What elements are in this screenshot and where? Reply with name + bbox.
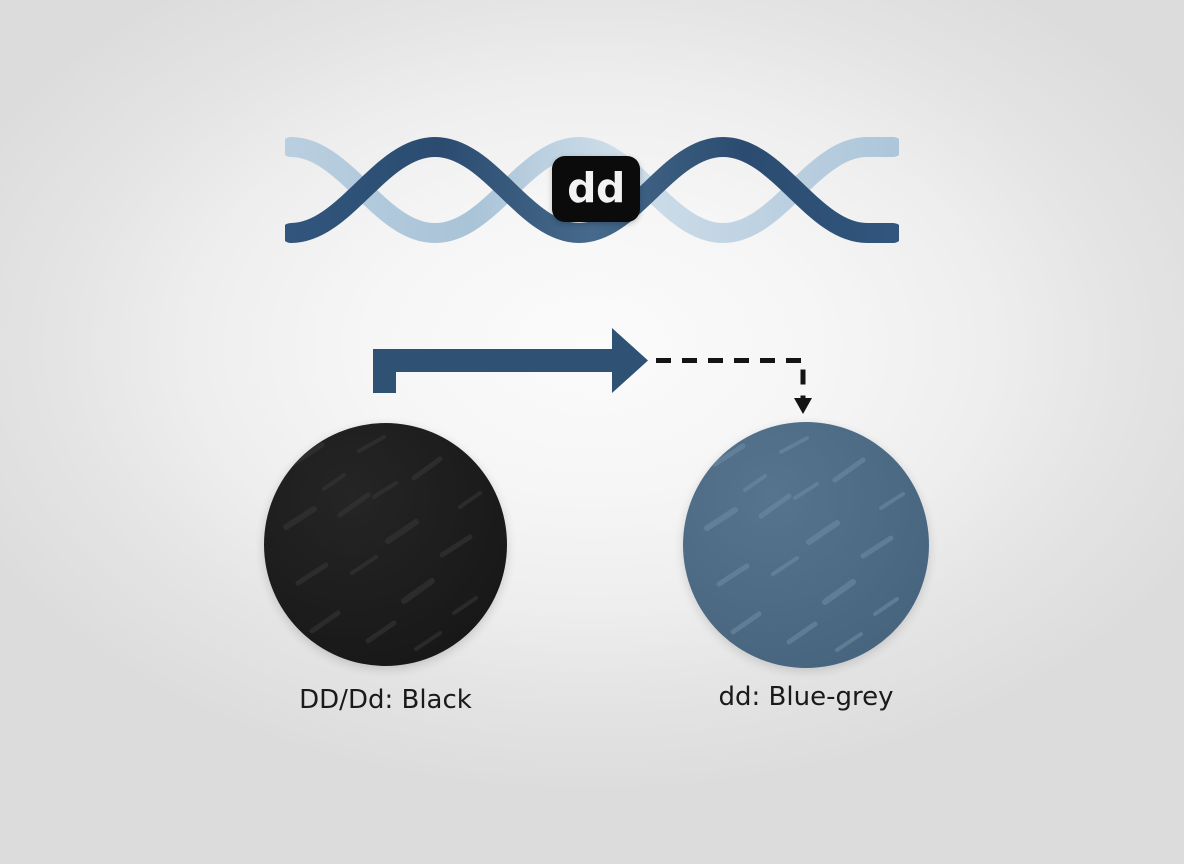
inheritance-arrow-group [360,318,830,423]
genotype-badge-label: dd [567,163,625,212]
helix-strand-dark [285,136,899,244]
dna-helix-svg [285,136,899,244]
dna-helix-illustration [285,122,899,258]
dashed-arrow-line [656,358,806,398]
helix-strand-light [285,136,899,244]
phenotype-recessive: dd: Blue-grey [683,422,929,712]
dashed-arrowhead [794,398,812,414]
phenotype-dominant: DD/Dd: Black [264,423,507,715]
blue-grey-coat-swatch [683,422,929,668]
black-coat-swatch [264,423,507,666]
phenotype-caption-recessive: dd: Blue-grey [718,682,894,712]
genotype-badge: dd [552,156,640,222]
swatch-texture-black [283,435,482,651]
solid-arrow [373,328,648,393]
phenotype-caption-dominant: DD/Dd: Black [299,685,472,715]
inheritance-arrow-svg [373,328,812,414]
swatch-texture-blue [704,436,905,652]
